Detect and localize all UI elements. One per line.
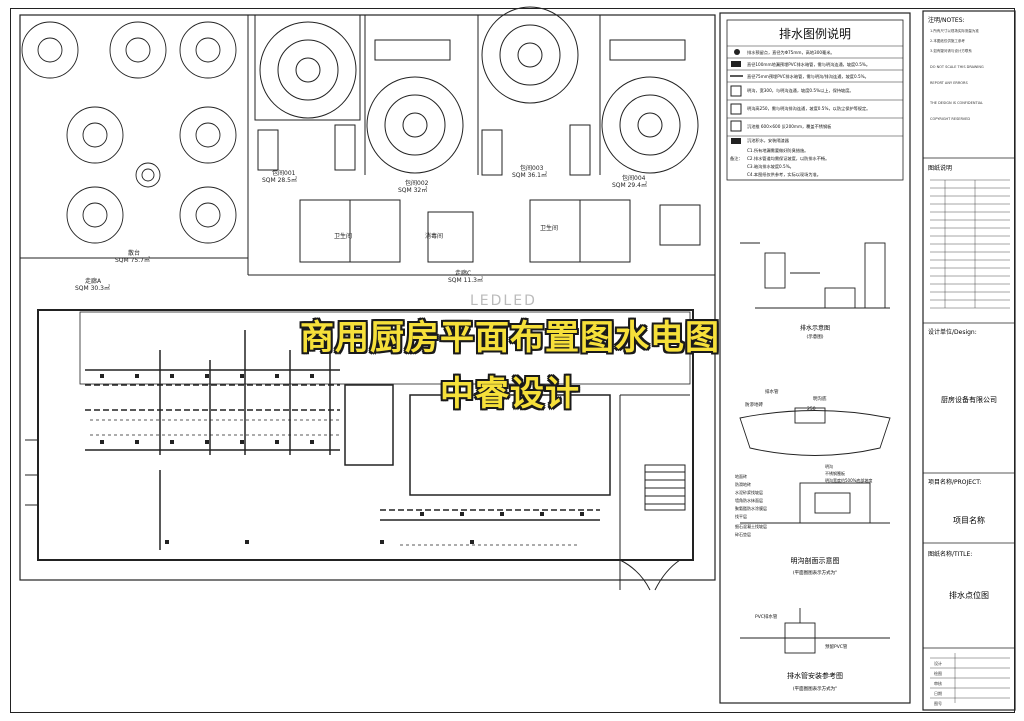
section3-right-2: 不锈钢篦板 <box>825 470 845 476</box>
notes-line-6: THE DESIGN IS CONFIDENTIAL <box>929 101 983 105</box>
revision-label: 图纸说明 <box>928 164 952 172</box>
legend-note-4: C4.本图纸仅供参考，实际以现场为准。 <box>747 171 821 178</box>
label-room3: 包间003 <box>520 164 544 172</box>
project-value: 项目名称 <box>953 515 985 525</box>
section3-layer-6: 找平层 <box>735 513 747 519</box>
notes-line-1: 1.所有尺寸以现场实际测量为准 <box>930 28 979 33</box>
legend-panel: 排水图例说明 排水预留点，直径为Φ75mm，高地300毫米。 直径100mm地漏… <box>719 12 911 704</box>
section3-right-3: 明沟宽度约500%底部坡度 <box>825 477 872 483</box>
label-room2-area: SQM 32㎡ <box>398 186 427 194</box>
stamp-row-2: 绘图 <box>934 670 942 676</box>
label-corridor: 走廊A <box>85 277 102 285</box>
section3-layer-2: 防滑地砖 <box>735 481 751 487</box>
legend-symbol-outlet <box>734 49 740 55</box>
section3-layer-5: 聚氨酯防水涂膜层 <box>735 505 767 511</box>
notes-line-7: COPYRIGHT RESERVED <box>930 117 970 121</box>
legend-title: 排水图例说明 <box>779 26 851 41</box>
project-label: 项目名称/PROJECT: <box>928 478 981 486</box>
notes-line-4: DO NOT SCALE THIS DRAWING <box>930 65 984 69</box>
legend-row-7: 沉池积水，安装隔渣器 <box>747 137 790 144</box>
section3-right-1: 明沟 <box>825 463 833 469</box>
section2-label-2: 排水管 <box>765 388 779 395</box>
drawing-label: 图纸名称/TITLE: <box>928 550 972 558</box>
plan-watermark: LEDLED <box>470 293 537 309</box>
section3-layer-1: 地面砖 <box>735 473 747 479</box>
legend-symbol-floor-drain <box>731 61 741 67</box>
label-disinfect: 消毒间 <box>425 232 443 240</box>
label-bath-2: 卫生间 <box>540 224 558 232</box>
section2-label-1: 防渗地砖 <box>745 401 763 408</box>
legend-row-5: 明沟高250，需与明沟排沟连通，坡度0.5%，以防尘保护等规定。 <box>747 105 870 112</box>
notes-label: 注明/NOTES: <box>928 16 965 24</box>
title-block: 注明/NOTES: 1.所有尺寸以现场实际测量为准 2.本图纸仅供施工参考 3.… <box>922 10 1016 711</box>
section3-layer-7: 细石混凝土找坡层 <box>735 523 767 529</box>
legend-row-2: 直径100mm地漏预埋PVC排水暗管，需与明沟连通，坡度0.5%。 <box>747 61 870 68</box>
label-corridor-c: 走廊C <box>455 269 471 277</box>
section3-layer-8: 碎石垫层 <box>735 531 751 537</box>
label-room2: 包间002 <box>405 179 429 187</box>
label-corridor-c-area: SQM 11.3㎡ <box>448 276 483 284</box>
stamp-row-4: 日期 <box>934 690 942 696</box>
drawing-value: 排水点位图 <box>949 590 989 600</box>
label-corridor-area: SQM 30.3㎡ <box>75 284 110 292</box>
section4-sub: (平面图图表示方式为" <box>793 685 837 692</box>
banner-title: 商用厨房平面布置图水电图 <box>300 318 720 358</box>
section2-label-4: 250 <box>807 406 816 412</box>
label-room4: 包间004 <box>622 174 646 182</box>
section3-layer-4: 墙角防水抹面层 <box>735 497 763 503</box>
stamp-row-3: 审核 <box>934 680 942 686</box>
legend-note-1: C1.所有地漏需要做好防臭措施。 <box>747 147 808 154</box>
notes-line-5: REPORT ANY ERRORS <box>930 81 968 85</box>
notes-line-3: 3.如有疑问请与设计方联系 <box>930 48 972 53</box>
notes-line-2: 2.本图纸仅供施工参考 <box>930 38 965 43</box>
section3-sub: (平面图图表示方式为" <box>793 569 837 576</box>
label-room1: 包间001 <box>272 169 296 177</box>
legend-note-2: C2.排水管道均需保证坡度，以防排水不畅。 <box>747 155 829 162</box>
design-label: 设计单位/Design: <box>928 328 977 336</box>
legend-row-6: 沉池推 600×600 反200mm，覆盖不锈钢板 <box>747 123 832 130</box>
stamp-row-5: 图号 <box>934 700 942 706</box>
section4-label-2: 预留PVC管 <box>825 643 848 650</box>
company-name: 厨房设备有限公司 <box>941 395 997 404</box>
section1-title: 排水示意图 <box>800 324 830 332</box>
section3-title: 明沟剖面示意图 <box>791 556 840 565</box>
legend-note-3: C3.暗沟排水坡度0.5%。 <box>747 163 794 170</box>
label-room4-area: SQM 29.4㎡ <box>612 181 647 189</box>
label-room3-area: SQM 36.1㎡ <box>512 171 547 179</box>
section4-label-1: PVC排水管 <box>755 613 778 620</box>
section2-label-3: 明沟底 <box>813 395 827 402</box>
legend-notes-head: 备注： <box>730 155 743 162</box>
section1-sub: (示意图) <box>806 333 823 340</box>
stamp-row-1: 设计 <box>934 660 942 666</box>
banner-subtitle: 中睿设计 <box>440 374 580 414</box>
legend-row-1: 排水预留点，直径为Φ75mm，高地300毫米。 <box>747 49 835 56</box>
label-room1-area: SQM 28.5㎡ <box>262 176 297 184</box>
legend-row-3: 直径75mm预埋PVC排水暗管，需与明沟/排沟连通，坡度0.5%。 <box>747 73 869 80</box>
section3-layer-3: 水泥砂浆找坡层 <box>735 489 763 495</box>
label-dining: 散台 <box>128 249 140 257</box>
label-bath-1: 卫生间 <box>334 232 352 240</box>
section4-title: 排水管安装参考图 <box>787 671 843 680</box>
label-dining-area: SQM 75.7㎡ <box>115 256 150 264</box>
legend-row-4: 明沟，宽300，与明沟连通，坡度0.5%以上，保持坡度。 <box>747 87 854 94</box>
